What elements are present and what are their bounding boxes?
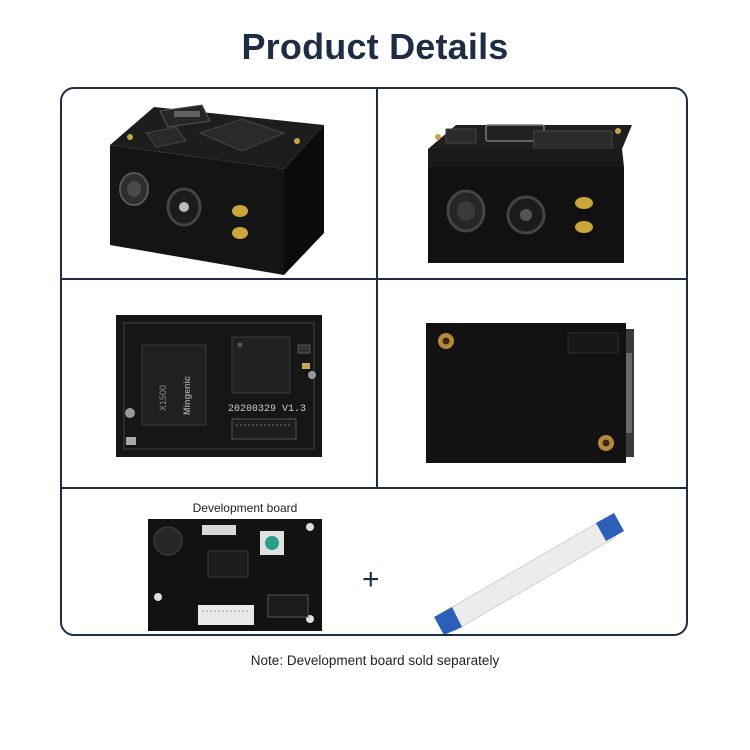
product-image-front-angle [102, 97, 342, 275]
grid-divider-horizontal-2 [62, 487, 686, 489]
product-image-grid: X1500 Mingenic 20200329 V1.3 [60, 87, 688, 636]
development-board-label: Development board [192, 501, 298, 515]
chip-label-x1500: X1500 [158, 385, 168, 411]
board-version-label: 20200329 V1.3 [228, 404, 306, 415]
plus-sign: + [362, 563, 380, 596]
grid-divider-horizontal-1 [62, 278, 686, 280]
page-title: Product Details [241, 26, 509, 67]
chip-brand-label: Mingenic [182, 376, 192, 415]
product-image-rear-angle [422, 119, 642, 269]
footnote: Note: Development board sold separately [250, 653, 500, 668]
product-image-board-top: X1500 Mingenic 20200329 V1.3 [116, 315, 322, 457]
grid-divider-vertical [376, 89, 378, 487]
development-board-image [148, 519, 322, 631]
product-image-bottom [426, 323, 636, 463]
flex-cable-image [428, 513, 628, 634]
